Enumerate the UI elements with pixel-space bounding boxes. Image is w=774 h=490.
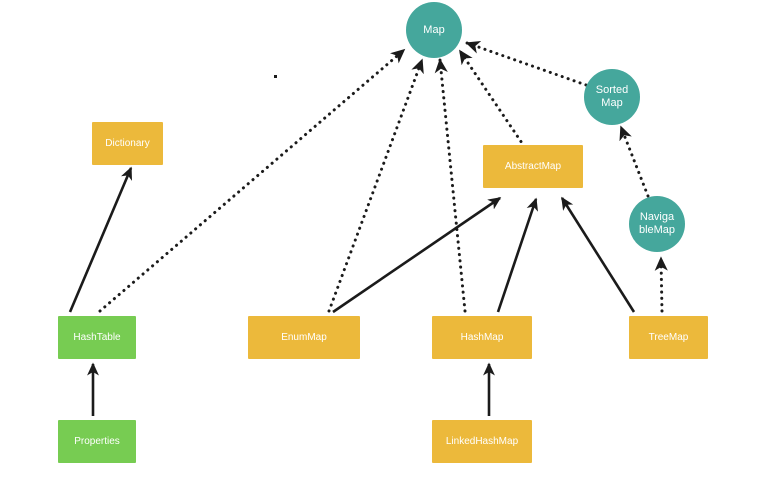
edge-sortedmap-to-map[interactable] xyxy=(465,41,588,87)
node-sorted_map[interactable]: Sorted Map xyxy=(584,69,640,125)
node-label-properties: Properties xyxy=(74,435,120,447)
node-linked_hash_map[interactable]: LinkedHashMap xyxy=(432,420,532,463)
node-tree_map[interactable]: TreeMap xyxy=(629,316,708,359)
node-map[interactable]: Map xyxy=(406,2,462,58)
node-label-sorted_map: Sorted Map xyxy=(595,84,629,109)
edge-hashmap-to-map[interactable] xyxy=(434,58,467,313)
edge-abstractmap-to-map[interactable] xyxy=(458,49,530,154)
node-label-hashtable: HashTable xyxy=(73,331,121,343)
node-label-navigable_map: Naviga bleMap xyxy=(638,211,676,236)
node-label-tree_map: TreeMap xyxy=(648,331,689,343)
edge-hashmap-to-abstractmap[interactable] xyxy=(496,197,538,313)
artifact-stray-dot xyxy=(274,75,277,78)
node-abstract_map[interactable]: AbstractMap xyxy=(483,145,583,188)
node-label-map: Map xyxy=(423,23,445,36)
edge-navigablemap-to-sortedmap[interactable] xyxy=(619,125,650,198)
edge-enummap-to-abstractmap[interactable] xyxy=(332,196,502,314)
node-label-enum_map: EnumMap xyxy=(281,331,327,343)
node-properties[interactable]: Properties xyxy=(58,420,136,463)
edge-hashtable-to-dictionary[interactable] xyxy=(68,166,133,313)
node-hashtable[interactable]: HashTable xyxy=(58,316,136,359)
edge-treemap-to-abstractmap[interactable] xyxy=(560,196,636,313)
node-dictionary[interactable]: Dictionary xyxy=(92,122,163,165)
node-label-abstract_map: AbstractMap xyxy=(504,160,562,172)
node-hash_map[interactable]: HashMap xyxy=(432,316,532,359)
edge-treemap-to-navigablemap[interactable] xyxy=(654,256,668,313)
node-navigable_map[interactable]: Naviga bleMap xyxy=(629,196,685,252)
node-label-dictionary: Dictionary xyxy=(105,137,150,149)
node-label-hash_map: HashMap xyxy=(460,331,504,343)
edge-enummap-to-map[interactable] xyxy=(327,58,424,313)
node-label-linked_hash_map: LinkedHashMap xyxy=(445,435,519,447)
node-enum_map[interactable]: EnumMap xyxy=(248,316,360,359)
edge-hashtable-to-map[interactable] xyxy=(98,48,406,313)
